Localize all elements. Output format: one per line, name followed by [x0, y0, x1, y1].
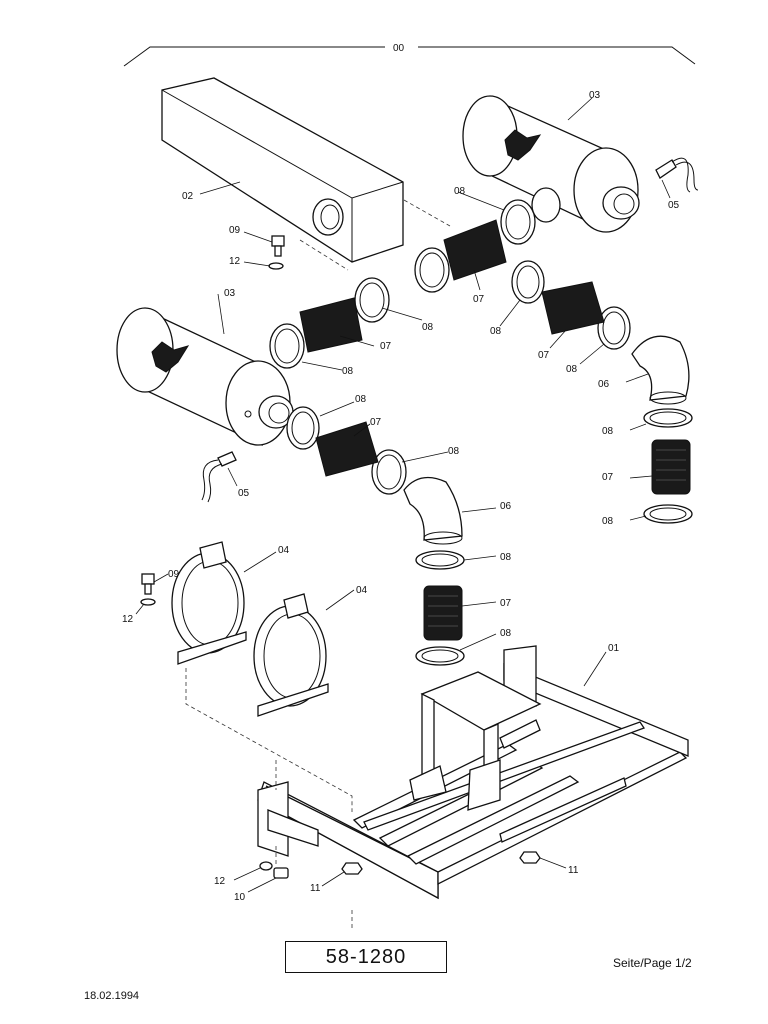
- filter-logo-icon: [151, 341, 190, 373]
- label-09-bottom: 09: [168, 569, 180, 580]
- assembly-dashed-lines: [185, 199, 451, 930]
- label-07-d: 07: [370, 417, 382, 428]
- drawing-number: 58-1280: [285, 941, 447, 973]
- label-09-top: 09: [229, 225, 241, 236]
- label-08-d: 08: [566, 364, 578, 375]
- label-08-i: 08: [602, 516, 614, 527]
- label-07-a: 07: [473, 294, 485, 305]
- drawing-date: 18.02.1994: [84, 990, 140, 1002]
- hose-clamps: [269, 199, 693, 666]
- label-12-mid: 12: [122, 614, 134, 625]
- label-03-left: 03: [224, 288, 236, 299]
- label-11-right: 11: [568, 865, 579, 876]
- label-12-bottom: 12: [214, 876, 226, 887]
- label-08-g: 08: [448, 446, 460, 457]
- sensor-right: [655, 157, 699, 193]
- label-05-right: 05: [668, 200, 680, 211]
- air-filter-right: [462, 95, 640, 233]
- label-08-b: 08: [422, 322, 434, 333]
- fasteners: [140, 235, 541, 879]
- label-08-e: 08: [342, 366, 354, 377]
- label-07-b: 07: [538, 350, 550, 361]
- label-12-top: 12: [229, 256, 241, 267]
- elbow-left: [403, 476, 463, 545]
- page-indicator: Seite/Page 1/2: [613, 956, 692, 970]
- label-00: 00: [393, 43, 405, 54]
- intake-duct-box: [161, 77, 404, 263]
- label-11-left: 11: [310, 883, 321, 894]
- label-07-f: 07: [500, 598, 512, 609]
- filter-clamp-right: [253, 593, 329, 717]
- label-06-right: 06: [598, 379, 610, 390]
- label-03-right: 03: [589, 90, 601, 101]
- elbow-right: [631, 335, 690, 405]
- label-04-right: 04: [356, 585, 368, 596]
- label-01: 01: [608, 643, 620, 654]
- label-05-left: 05: [238, 488, 250, 499]
- part-labels: 00 02 03 03 09 12 08 05 08 07 08 07 08 0…: [122, 43, 680, 903]
- label-04-left: 04: [278, 545, 290, 556]
- base-frame: [257, 645, 689, 900]
- label-08-c: 08: [490, 326, 502, 337]
- label-06-left: 06: [500, 501, 512, 512]
- leader-lines: [135, 97, 671, 893]
- assembly-bracket: [123, 46, 696, 67]
- label-07-e: 07: [602, 472, 614, 483]
- label-07-c: 07: [380, 341, 392, 352]
- rubber-hoses: [299, 219, 691, 641]
- filter-clamp-left: [171, 541, 247, 665]
- label-08-f: 08: [355, 394, 367, 405]
- label-08-h: 08: [602, 426, 614, 437]
- label-02: 02: [182, 191, 194, 202]
- filter-logo-icon: [504, 129, 542, 161]
- air-filter-left: [116, 307, 294, 447]
- label-08-k: 08: [500, 628, 512, 639]
- label-08-a: 08: [454, 186, 466, 197]
- sensor-left: [201, 451, 237, 503]
- label-10: 10: [234, 892, 246, 903]
- label-08-j: 08: [500, 552, 512, 563]
